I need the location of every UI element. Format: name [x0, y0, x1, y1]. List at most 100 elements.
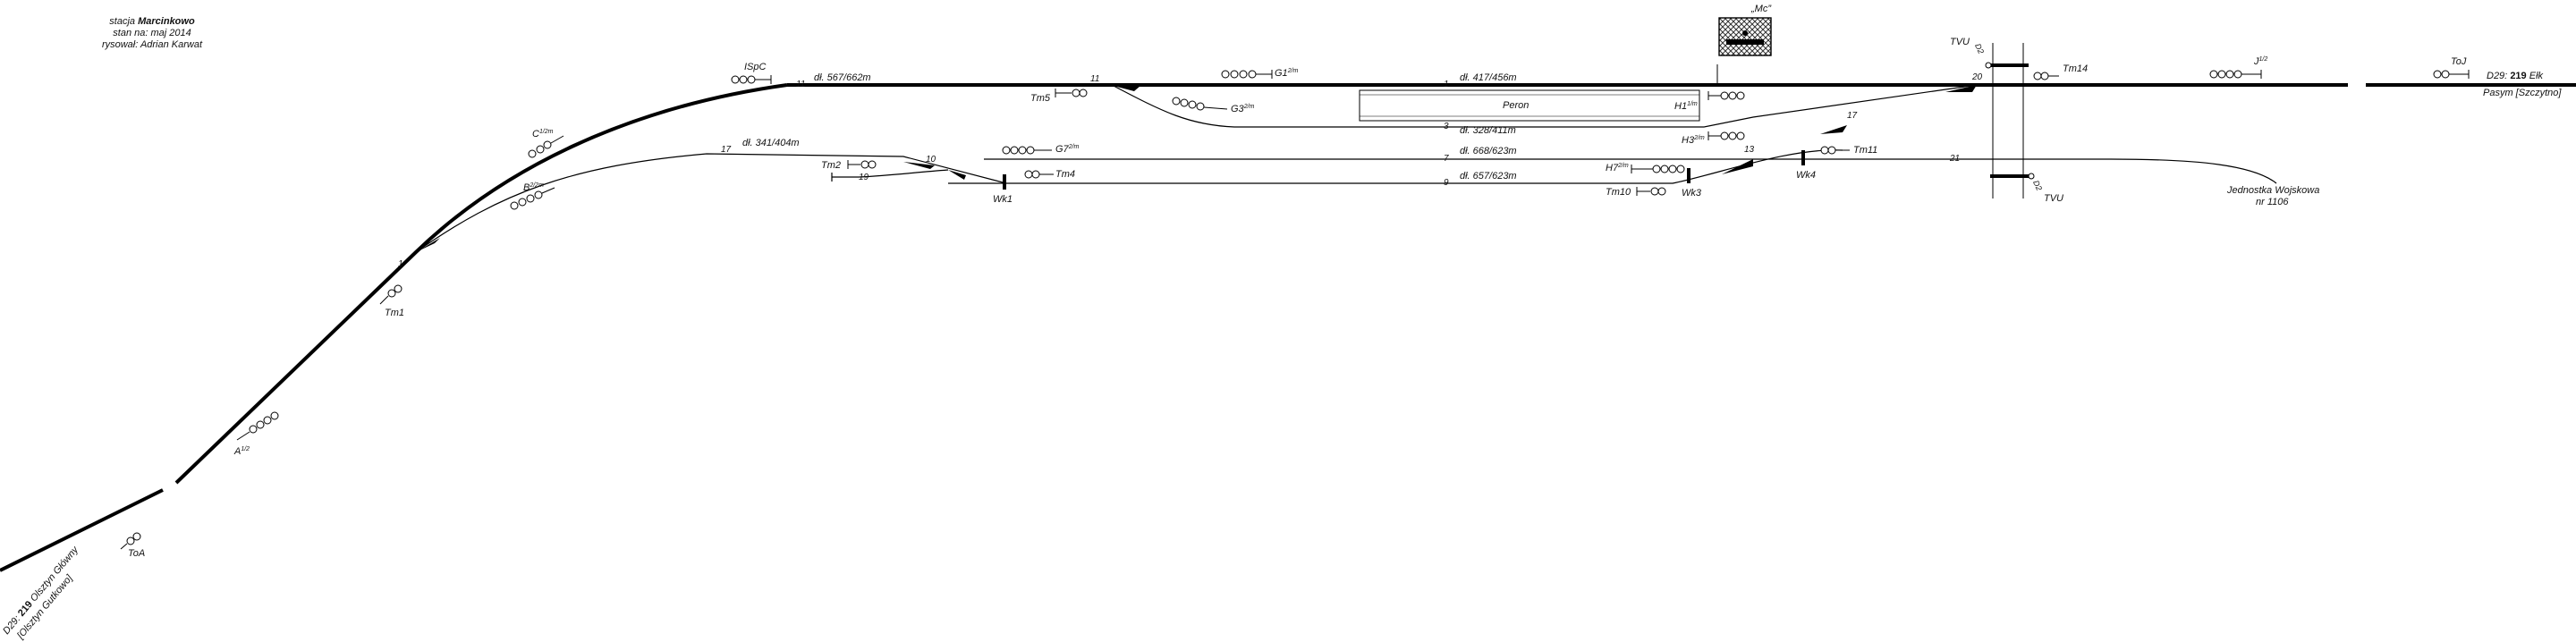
crossing-tvu-bottom-label: TVU — [2044, 193, 2063, 204]
level-crossing — [1985, 43, 2035, 199]
platform-outline — [1359, 89, 1700, 122]
track-3-line — [1113, 84, 1978, 128]
platform-label: Peron — [1503, 100, 1529, 111]
switch-17-num: 17 — [1847, 111, 1858, 121]
shunt-tm14 — [2033, 72, 2059, 80]
break-markers — [164, 80, 2355, 494]
signal-ispc — [731, 75, 772, 84]
signal-toa — [120, 532, 141, 550]
signal-b — [510, 187, 555, 210]
track-19-stub — [832, 169, 949, 178]
derailers — [1003, 150, 1805, 190]
switch-11-num: 11 — [1090, 74, 1099, 84]
switch-17-mark — [1820, 125, 1847, 134]
signal-h1 — [1707, 91, 1745, 100]
switch-11-mark — [1114, 86, 1140, 91]
crossing-code-bottom: D2 — [2031, 179, 2044, 192]
track-3-length: dł. 328/411m — [1460, 125, 1516, 136]
building-label: „Mc” — [1750, 4, 1772, 14]
switch-1-num: 1 — [398, 259, 403, 269]
track-17-length: dł. 341/404m — [742, 138, 800, 148]
track-3-num: 3 — [1444, 122, 1449, 131]
platform: Peron — [1359, 89, 1700, 122]
header-prefix: stacja — [109, 16, 136, 27]
switch-13-mark — [1722, 159, 1753, 174]
signal-g1 — [1221, 70, 1273, 79]
shunt-tm4 — [1024, 170, 1054, 179]
track-17-curve — [415, 153, 1007, 253]
derailer-wk4-label: Wk4 — [1796, 170, 1816, 181]
building-hatch — [1718, 17, 1772, 56]
track-1-length: dł. 417/456m — [1460, 72, 1517, 83]
switch-10-mark — [903, 162, 935, 169]
siding-label-2: nr 1106 — [2256, 197, 2289, 207]
shunt-tm5-label: Tm5 — [1030, 93, 1051, 104]
track-7-length: dł. 668/623m — [1460, 146, 1517, 156]
shunt-tm4-label: Tm4 — [1055, 169, 1075, 180]
station-header: stacja Marcinkowo stan na: maj 2014 ryso… — [63, 16, 242, 51]
crossing-light-bottom — [2028, 173, 2035, 180]
direction-east-sub: Pasym [Szczytno] — [2483, 88, 2562, 98]
signal-a-label: A1/2 — [233, 446, 250, 457]
switch-10b-mark — [948, 170, 966, 180]
signal-g7 — [1002, 146, 1052, 155]
signal-b-label: B2/2m — [523, 182, 544, 193]
track-17-num: 17 — [721, 145, 732, 155]
signal-g3-label: G32/m — [1231, 104, 1255, 114]
track-1-num: 1 — [1444, 80, 1449, 89]
signal-g1-label: G12/m — [1275, 68, 1299, 79]
switch-13-num: 13 — [1744, 145, 1755, 155]
crossing-light-top — [1985, 62, 1992, 69]
track-9-num: 9 — [1444, 178, 1449, 188]
shunt-tm5 — [1055, 89, 1088, 97]
shunt-tm10-label: Tm10 — [1606, 187, 1631, 198]
switch-20-mark — [1945, 85, 1977, 92]
signal-h3 — [1707, 131, 1745, 140]
building-icon-dot — [1742, 30, 1748, 36]
crossing-tvu-top-label: TVU — [1950, 37, 1970, 47]
shunt-tm1 — [379, 284, 402, 305]
derailer-wk1-label: Wk1 — [993, 194, 1013, 205]
track-9-line — [948, 149, 1843, 184]
signal-toj-label: ToJ — [2451, 56, 2467, 67]
switch-1-mark — [416, 238, 440, 252]
signal-j — [2209, 70, 2262, 79]
shunt-tm10 — [1636, 187, 1666, 196]
shunt-tm1-label: Tm1 — [385, 308, 404, 318]
shunt-tm11 — [1820, 146, 1850, 155]
shunt-tm14-label: Tm14 — [2063, 63, 2088, 74]
station-building: „Mc” — [1716, 4, 1772, 85]
secondary-tracks — [415, 84, 2277, 253]
crossing-code-top: D2 — [1973, 42, 1986, 55]
signal-j-label: J1/2 — [2253, 56, 2267, 67]
switch-20-num: 20 — [1971, 72, 1983, 82]
signal-toj — [2433, 70, 2470, 79]
shunt-tm11-label: Tm11 — [1853, 145, 1877, 156]
track-11-length: dł. 567/662m — [814, 72, 871, 83]
direction-west: D29: 219 Olsztyn Główny — [1, 544, 81, 637]
track-11-num: 11 — [796, 80, 805, 89]
track-19-num: 19 — [859, 173, 869, 182]
signal-a — [236, 411, 279, 441]
signal-c — [528, 135, 564, 158]
track-9-length: dł. 657/623m — [1460, 171, 1517, 182]
derailer-wk3-label: Wk3 — [1682, 188, 1702, 199]
signal-h7-label: H72/m — [1606, 163, 1629, 173]
switch-10-num: 10 — [926, 155, 936, 165]
track-21-num: 21 — [1949, 154, 1960, 164]
signal-toa-label: ToA — [128, 548, 145, 559]
signal-g7-label: G72/m — [1055, 144, 1080, 155]
signals — [120, 70, 2470, 550]
switch-marks — [416, 85, 1977, 252]
main-track — [0, 83, 2576, 572]
direction-east: D29: 219 Ełk — [2487, 71, 2544, 81]
signal-h1-label: H11/m — [1674, 101, 1698, 112]
siding-label-1: Jednostka Wojskowa — [2226, 185, 2319, 196]
signal-g3 — [1172, 97, 1228, 111]
building-icon-bar — [1726, 39, 1764, 45]
header-author: rysował: Adrian Karwat — [101, 39, 203, 50]
signal-h3-label: H32/m — [1682, 135, 1705, 146]
shunt-tm2-label: Tm2 — [821, 160, 841, 171]
signal-c-label: C1/2m — [532, 129, 554, 139]
